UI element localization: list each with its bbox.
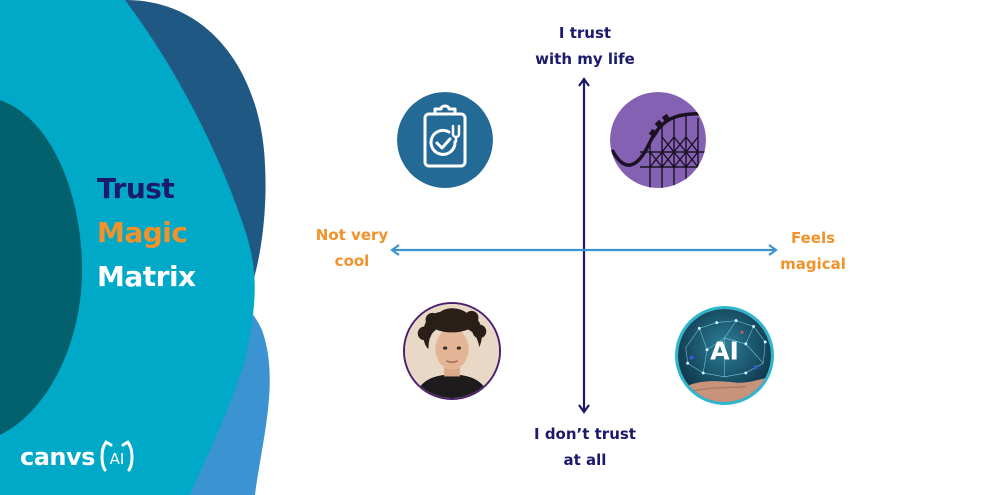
- quadrant-top-right: [610, 92, 706, 188]
- axis-label-right-line2: magical: [780, 255, 846, 273]
- dark-teal-circle: [0, 100, 82, 435]
- title-matrix: Matrix: [97, 260, 196, 293]
- axis-label-top: I trust with my life: [510, 20, 660, 72]
- teal-blob: [0, 0, 255, 495]
- title-magic: Magic: [97, 216, 188, 249]
- axis-label-right-line1: Feels: [790, 229, 836, 247]
- axis-label-bottom-line1: I don’t trust: [534, 425, 636, 443]
- quadrant-top-left: [397, 92, 493, 188]
- title-trust: Trust: [97, 172, 175, 205]
- axis-label-left: Not very cool: [297, 222, 407, 274]
- axis-label-left-line1: Not very: [315, 226, 389, 244]
- logo-mark-text: AI: [110, 450, 125, 468]
- ai-brain-hand-icon: AI: [678, 309, 771, 402]
- quadrant-bottom-left: [403, 302, 501, 400]
- axis-label-left-line2: cool: [334, 252, 370, 270]
- horizontal-axis: [390, 244, 778, 256]
- axis-label-right: Feels magical: [758, 225, 868, 277]
- person-portrait: [405, 304, 499, 398]
- axis-label-bottom: I don’t trust at all: [510, 421, 660, 473]
- vertical-axis: [578, 77, 590, 414]
- roller-coaster-icon: [610, 92, 706, 188]
- ai-logo-mark-icon: AI: [100, 440, 134, 472]
- logo-wordmark: canvs: [20, 443, 95, 471]
- axis-label-top-line1: I trust: [558, 24, 612, 42]
- canvs-ai-logo: canvs AI: [20, 440, 137, 474]
- quadrant-bottom-right: AI: [675, 306, 774, 405]
- clipboard-stethoscope-icon: [397, 92, 493, 188]
- ai-label: AI: [710, 336, 739, 365]
- axis-label-top-line2: with my life: [535, 50, 635, 68]
- axis-label-bottom-line2: at all: [563, 451, 607, 469]
